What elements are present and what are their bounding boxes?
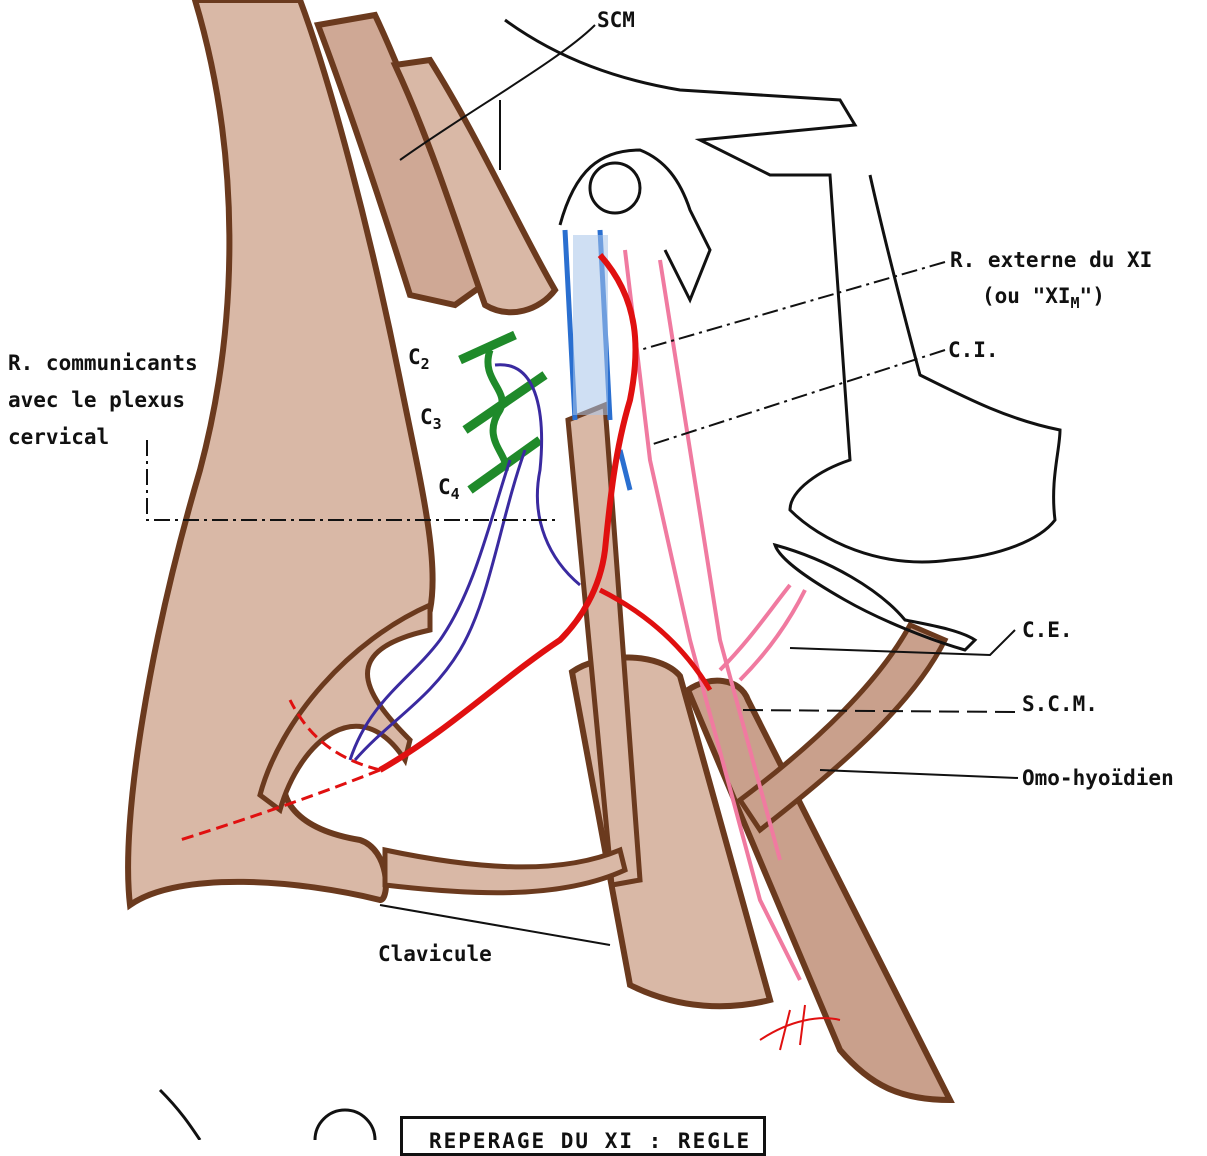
label-c2-sub: 2 [421, 355, 430, 373]
label-c3-letter: C [420, 405, 433, 429]
leader-omohyoid [820, 770, 1018, 778]
leader-r-externe [640, 262, 945, 350]
label-scm-top: SCM [597, 8, 635, 32]
label-r-externe-pre: (ou "XI [982, 284, 1071, 308]
label-c3: C3 [420, 405, 442, 433]
omohyoid-muscle [740, 625, 945, 830]
clavicle [385, 850, 625, 893]
label-c4-letter: C [438, 475, 451, 499]
label-scm-bottom: S.C.M. [1022, 692, 1098, 716]
leader-clavicule [380, 905, 610, 945]
external-carotid-artery [720, 585, 805, 680]
label-c3-sub: 3 [433, 415, 442, 433]
label-r-externe-post: ") [1080, 284, 1105, 308]
label-c2-letter: C [408, 345, 421, 369]
label-r-communicants: R. communicants avec le plexus cervical [8, 345, 198, 455]
label-r-externe: R. externe du XI [950, 248, 1152, 272]
title-text: REPERAGE DU XI : REGLE [429, 1129, 751, 1153]
label-omohyoid: Omo-hyoïdien [1022, 766, 1174, 790]
ear-outline [315, 1110, 375, 1140]
label-c2: C2 [408, 345, 430, 373]
label-r-externe-sub: M [1071, 294, 1080, 312]
label-ci: C.I. [948, 338, 999, 362]
label-clavicule: Clavicule [378, 942, 492, 966]
foramen-outline [590, 163, 640, 213]
label-c4: C4 [438, 475, 460, 503]
label-c4-sub: 4 [451, 485, 460, 503]
label-ce: C.E. [1022, 618, 1073, 642]
title-box: REPERAGE DU XI : REGLE [400, 1116, 766, 1156]
label-r-externe-line2: (ou "XIM") [982, 284, 1105, 312]
bottom-arc [160, 1090, 200, 1140]
leader-ci [650, 350, 945, 445]
